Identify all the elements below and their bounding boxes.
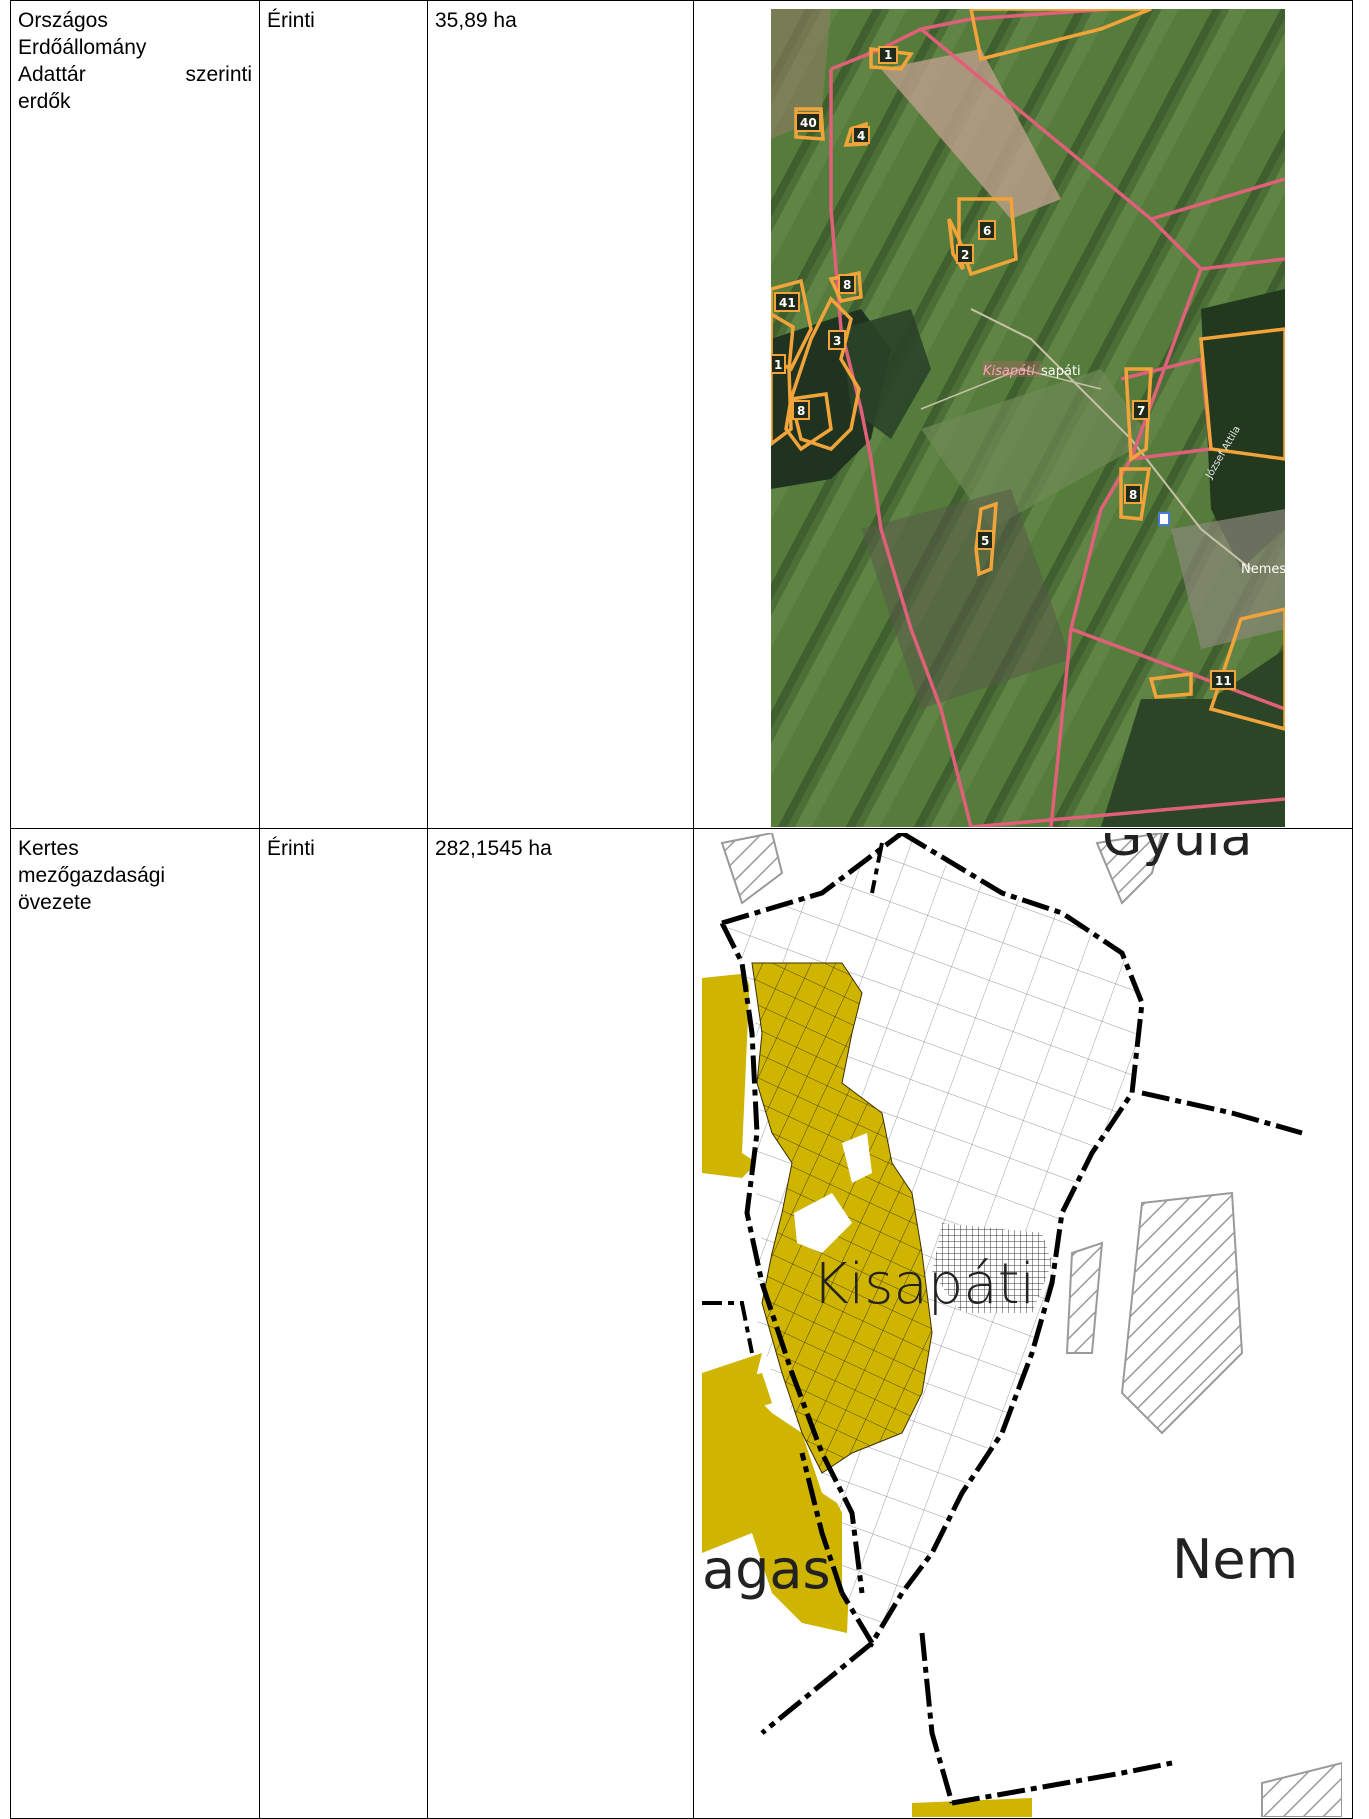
area-cell: 282,1545 ha [427,828,694,1819]
zone-name-cell: Kertes mezőgazdasági övezete [10,828,260,1819]
zone-name-line: erdők [18,90,71,113]
effect-value: Érinti [267,9,315,32]
parcel-number-label: 41 [779,296,796,310]
parcel-number-label: 7 [1137,404,1145,418]
parcel-number-label: 8 [1129,488,1137,502]
zone-name-line: Erdőállomány [18,36,147,59]
parcel-number-label: 8 [843,278,851,292]
parcel-number-label: 8 [797,404,805,418]
zone-name-line: Kertes [18,837,79,860]
zone-name-line: mezőgazdasági [18,864,166,887]
area-value: 282,1545 ha [435,837,552,860]
map-top-label: Gyula [1102,833,1252,868]
parcel-number-label: 4 [857,129,865,143]
map-right-label: Nem [1172,1528,1298,1591]
zone-name-line: Országos [18,9,108,32]
neighbor-label: Nemesgu [1241,562,1285,577]
parcel-number-label: 1 [884,48,892,62]
zone-name-line: Adattár szerinti [18,63,252,86]
effect-value: Érinti [267,837,315,860]
table-row: Kertes mezőgazdasági övezete Érinti 282,… [10,828,1353,1819]
effect-cell: Érinti [259,0,428,829]
map-left-label: agas [702,1538,831,1601]
effect-cell: Érinti [259,828,428,1819]
table-row: Országos Erdőállomány Adattár szerinti e… [10,0,1353,829]
map-cell: Kisapáti Gyula agas Nem [693,828,1353,1819]
zone-name-cell: Országos Erdőállomány Adattár szerinti e… [10,0,260,829]
place-label-suffix: sapáti [1041,364,1081,379]
area-value: 35,89 ha [435,9,517,32]
zoning-map: Kisapáti Gyula agas Nem [702,833,1342,1817]
parcel-number-label: 6 [983,224,991,238]
parcel-number-label: 5 [981,534,989,548]
parcel-number-label: 11 [1215,674,1232,688]
area-cell: 35,89 ha [427,0,694,829]
parcel-number-label: 1 [774,358,782,372]
satellite-map: 1 40 4 6 2 8 41 3 1 8 7 8 5 11 Kisa [771,9,1285,827]
document-table: Országos Erdőállomány Adattár szerinti e… [10,0,1353,1819]
road-marker-icon [1158,512,1170,526]
parcel-number-label: 2 [961,248,969,262]
parcel-number-label: 40 [800,116,817,130]
place-label: Kisapáti [983,364,1035,379]
map-place-label: Kisapáti [812,1252,1035,1317]
parcel-number-label: 3 [833,334,841,348]
map-cell: 1 40 4 6 2 8 41 3 1 8 7 8 5 11 Kisa [693,0,1353,829]
zone-name-line: övezete [18,891,92,914]
